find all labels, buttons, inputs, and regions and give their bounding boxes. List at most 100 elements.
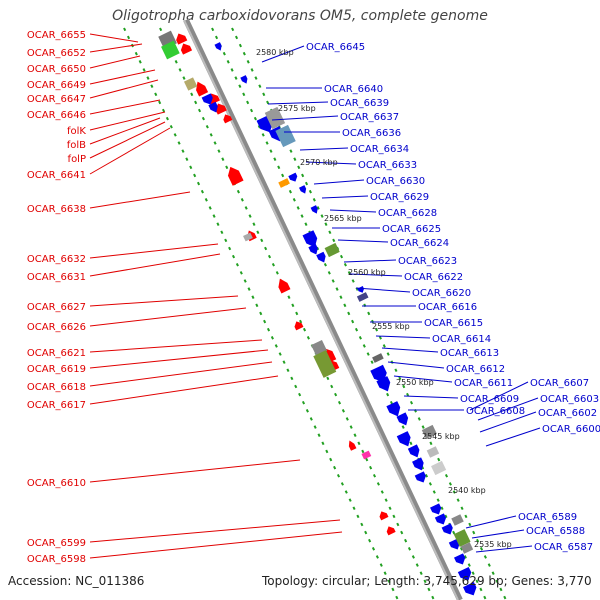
blue-gene-12-shape: [357, 285, 365, 293]
green-block-0: [161, 40, 180, 60]
right-label-15: OCAR_6616: [418, 302, 477, 313]
blue-gene-27-shape: [463, 581, 477, 596]
olive-block-0: [183, 77, 198, 91]
right-label-19: OCAR_6612: [446, 364, 505, 375]
left-leader-5: [89, 99, 161, 115]
olive-block-0-shape: [183, 77, 198, 91]
right-leader-5: [299, 147, 349, 151]
right-leader-0: [261, 45, 305, 63]
left-label-6: folK: [67, 126, 86, 137]
right-label-20: OCAR_6611: [454, 378, 513, 389]
left-leader-15: [89, 339, 263, 353]
blue-gene-19-shape: [412, 457, 424, 471]
gray-block-6: [426, 446, 440, 458]
left-label-11: OCAR_6632: [27, 254, 86, 265]
blue-gene-1-shape: [240, 75, 248, 84]
right-label-1: OCAR_6640: [324, 84, 383, 95]
green-block-1: [324, 242, 340, 258]
red-gene-5-shape: [223, 114, 233, 124]
right-label-28: OCAR_6588: [526, 526, 585, 537]
right-leader-14: [355, 287, 411, 293]
blue-gene-16-shape: [396, 412, 409, 426]
left-label-19: OCAR_6610: [27, 478, 86, 489]
navy-block-0: [356, 292, 369, 302]
left-label-14: OCAR_6626: [27, 322, 86, 333]
blue-gene-21-shape: [430, 503, 442, 515]
blue-gene-9-shape: [302, 230, 318, 248]
dotted-track-outer-right: [231, 27, 507, 600]
left-label-5: OCAR_6646: [27, 110, 86, 121]
left-label-0: OCAR_6655: [27, 30, 86, 41]
orange-block-0-shape: [278, 178, 290, 188]
blue-gene-25-shape: [454, 553, 466, 565]
navy-block-0-shape: [356, 292, 369, 302]
red-gene-6-shape: [227, 166, 244, 186]
kbp-tick-4: 2560 kbp: [348, 268, 386, 277]
right-leader-9: [329, 209, 377, 213]
right-label-23: OCAR_6607: [530, 378, 589, 389]
left-label-7: folB: [67, 140, 86, 151]
gray-block-7-shape: [431, 460, 447, 476]
steelblue-block-0: [275, 124, 296, 148]
blue-gene-21: [430, 503, 442, 515]
left-leader-10: [89, 191, 191, 209]
green-block-0-shape: [161, 40, 180, 60]
gray-block-9-shape: [460, 542, 474, 554]
dotted-track-inner-right: [211, 27, 487, 600]
right-leader-23: [469, 381, 529, 411]
blue-gene-11-shape: [316, 251, 326, 263]
blue-gene-17-shape: [396, 431, 411, 447]
right-leader-3: [271, 115, 339, 121]
right-label-11: OCAR_6624: [390, 238, 449, 249]
left-leader-0: [89, 33, 139, 43]
blue-gene-27: [463, 581, 477, 596]
right-label-22: OCAR_6608: [466, 406, 525, 417]
blue-gene-2: [201, 93, 213, 105]
blue-gene-7-shape: [298, 185, 307, 194]
left-leader-2: [89, 55, 141, 69]
left-leader-21: [89, 531, 343, 559]
kbp-tick-3: 2565 kbp: [324, 214, 362, 223]
left-label-15: OCAR_6621: [27, 348, 86, 359]
left-label-21: OCAR_6598: [27, 554, 86, 565]
right-leader-2: [267, 101, 329, 105]
red-gene-4: [215, 103, 227, 115]
left-leader-17: [89, 361, 273, 387]
blue-gene-6-shape: [288, 172, 298, 182]
blue-gene-8: [310, 205, 318, 214]
right-leader-25: [479, 411, 537, 433]
left-label-3: OCAR_6649: [27, 80, 86, 91]
left-leader-14: [89, 307, 247, 327]
green-block-2: [453, 529, 471, 547]
blue-gene-3-shape: [208, 101, 218, 113]
right-leader-11: [337, 239, 389, 243]
right-leader-20: [393, 375, 453, 383]
blue-gene-16: [396, 412, 409, 426]
blue-gene-14-shape: [376, 376, 391, 392]
dotted-track-inner-left: [159, 27, 435, 600]
red-gene-13-shape: [379, 511, 389, 521]
blue-gene-10-shape: [308, 243, 318, 255]
red-gene-4-shape: [215, 103, 227, 115]
right-leader-19: [387, 361, 445, 369]
red-gene-0-shape: [176, 33, 188, 45]
orange-block-0: [278, 178, 290, 188]
gray-block-4-shape: [372, 353, 384, 363]
left-label-20: OCAR_6599: [27, 538, 86, 549]
right-label-3: OCAR_6637: [340, 112, 399, 123]
right-label-24: OCAR_6603: [540, 394, 599, 405]
left-leader-19: [89, 459, 301, 483]
gray-block-8-shape: [451, 514, 464, 526]
right-label-17: OCAR_6614: [432, 334, 491, 345]
blue-gene-19: [412, 457, 424, 471]
right-leader-26: [485, 427, 541, 447]
gray-block-8: [451, 514, 464, 526]
left-label-1: OCAR_6652: [27, 48, 86, 59]
kbp-tick-9: 2535 kbp: [474, 540, 512, 549]
blue-gene-18-shape: [407, 444, 420, 458]
right-label-13: OCAR_6622: [404, 272, 463, 283]
blue-gene-0: [214, 42, 222, 51]
gray-block-7: [431, 460, 447, 476]
left-label-9: OCAR_6641: [27, 170, 86, 181]
right-label-8: OCAR_6629: [370, 192, 429, 203]
